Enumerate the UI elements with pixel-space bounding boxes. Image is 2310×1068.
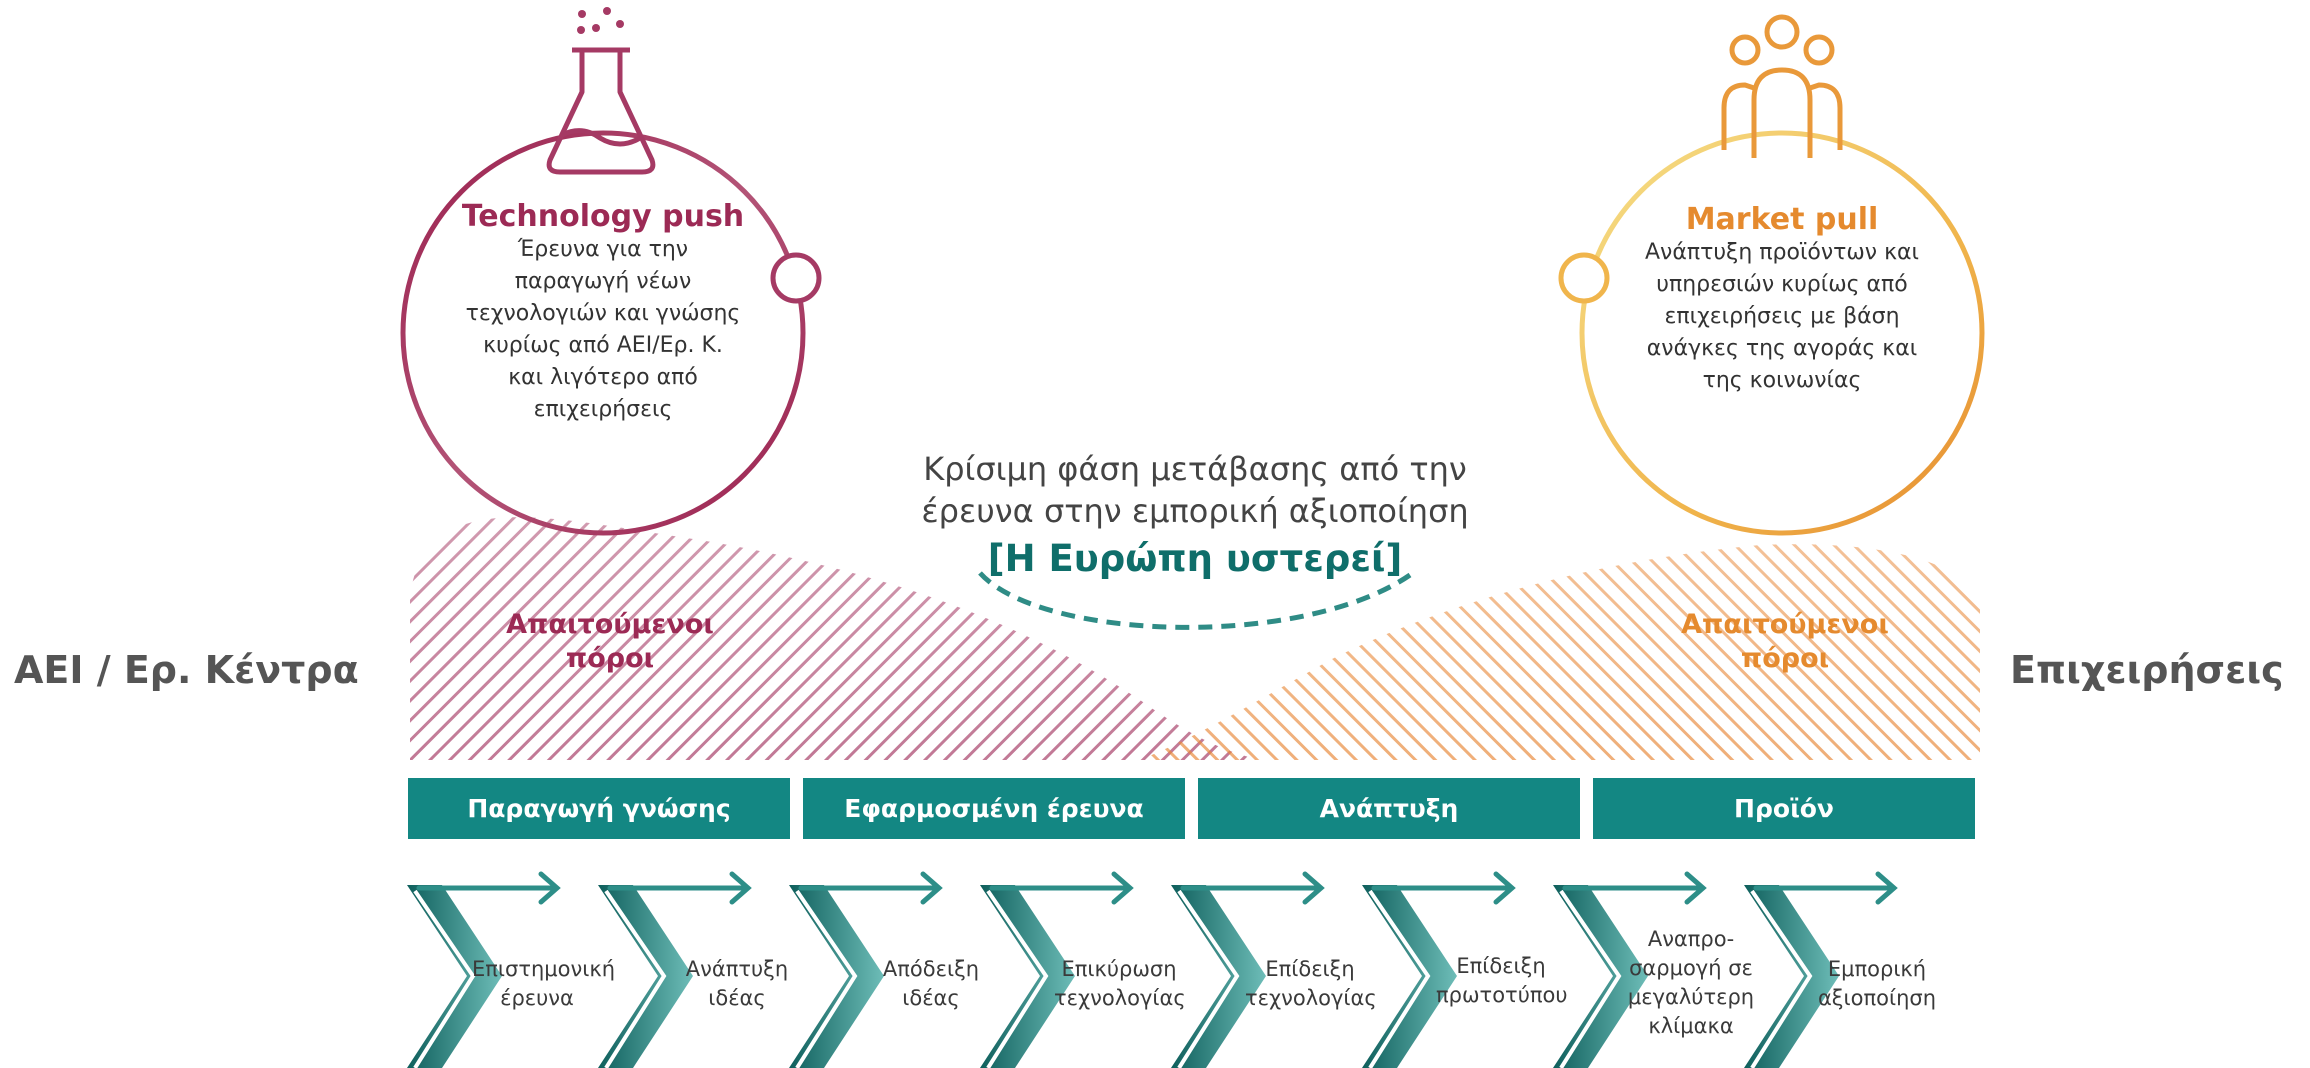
- mp-line: υπηρεσιών κυρίως από: [1656, 272, 1908, 297]
- phase-applied-research: Εφαρμοσμένη έρευνα: [803, 778, 1185, 839]
- phase-product: Προϊόν: [1593, 778, 1975, 839]
- market-pull-block: Market pull Ανάπτυξη προϊόντων και υπηρε…: [1602, 202, 1962, 397]
- step-arrow: [798, 871, 943, 905]
- step-technology-demonstration: Επίδειξη τεχνολογίας: [1245, 955, 1377, 1013]
- step-chevron: [789, 885, 884, 1068]
- step-line: σαρμογή σε: [1629, 956, 1753, 980]
- technology-push-description: Έρευνα για την παραγωγή νέων τεχνολογιών…: [433, 234, 773, 426]
- step-chevron: [980, 885, 1075, 1068]
- tp-line: κυρίως από ΑΕΙ/Ερ. Κ.: [483, 333, 723, 358]
- step-line: ιδέας: [902, 986, 960, 1010]
- step-commercial-exploitation: Εμπορική αξιοποίηση: [1812, 955, 1942, 1013]
- right-actor-label: Επιχειρήσεις: [2010, 648, 2284, 692]
- step-line: τεχνολογίας: [1245, 986, 1377, 1010]
- step-chevron: [407, 885, 502, 1068]
- step-chevron-highlight: [986, 889, 1049, 1068]
- step-scale-up: Αναπρο- σαρμογή σε μεγαλύτερη κλίμακα: [1626, 925, 1756, 1041]
- resources-left-line: Απαιτούμενοι: [506, 609, 714, 640]
- step-line: έρευνα: [500, 986, 574, 1010]
- tp-line: και λιγότερο από: [508, 365, 698, 390]
- step-scientific-research: Επιστημονική έρευνα: [472, 955, 616, 1013]
- step-line: ιδέας: [708, 986, 766, 1010]
- transition-line-2: έρευνα στην εμπορική αξιοποίηση: [921, 492, 1469, 530]
- step-chevron-highlight: [604, 889, 667, 1068]
- tp-line: Έρευνα για την: [517, 237, 689, 262]
- step-chevron-highlight: [1177, 889, 1240, 1068]
- step-chevron: [1744, 885, 1839, 1068]
- step-technology-validation: Επικύρωση τεχνολογίας: [1054, 955, 1186, 1013]
- step-line: Επίδειξη: [1265, 957, 1355, 981]
- step-chevron-highlight: [795, 889, 858, 1068]
- resources-right-label: Απαιτούμενοι πόροι: [1655, 608, 1915, 676]
- transition-highlight: [Η Ευρώπη υστερεί]: [987, 537, 1403, 580]
- resources-left-area: [410, 517, 1260, 760]
- tp-line: τεχνολογιών και γνώσης: [465, 301, 741, 326]
- step-line: Επικύρωση: [1061, 957, 1177, 981]
- step-line: Αναπρο-: [1647, 927, 1735, 951]
- tp-line: επιχειρήσεις: [533, 397, 673, 422]
- step-chevron: [1171, 885, 1266, 1068]
- step-prototype-demonstration: Επίδειξη πρωτοτύπου: [1436, 952, 1568, 1010]
- phase-knowledge-production: Παραγωγή γνώσης: [408, 778, 790, 839]
- market-pull-description: Ανάπτυξη προϊόντων και υπηρεσιών κυρίως …: [1602, 237, 1962, 397]
- dashed-arc: [978, 571, 1412, 630]
- step-chevron-highlight: [1750, 889, 1813, 1068]
- step-line: Ανάπτυξη: [685, 957, 789, 981]
- technology-push-title: Technology push: [461, 199, 745, 234]
- step-arrow: [1371, 871, 1516, 905]
- mp-line: επιχειρήσεις με βάση: [1664, 304, 1900, 329]
- connector-dot-left: [770, 252, 822, 304]
- phase-development: Ανάπτυξη: [1198, 778, 1580, 839]
- step-line: πρωτοτύπου: [1436, 983, 1568, 1007]
- step-chevron: [1553, 885, 1648, 1068]
- step-arrow: [1180, 871, 1325, 905]
- resources-right-area: [1140, 544, 1980, 760]
- step-arrow: [416, 871, 561, 905]
- connector-dot-right: [1558, 252, 1610, 304]
- left-actor-label: ΑΕΙ / Ερ. Κέντρα: [14, 648, 359, 692]
- mp-line: της κοινωνίας: [1702, 368, 1862, 393]
- resources-right-line: πόροι: [1740, 643, 1830, 674]
- step-idea-development: Ανάπτυξη ιδέας: [672, 955, 802, 1013]
- step-line: Απόδειξη: [882, 957, 980, 981]
- transition-line-1: Κρίσιμη φάση μετάβασης από την: [923, 450, 1467, 488]
- step-arrow: [607, 871, 752, 905]
- step-line: τεχνολογίας: [1054, 986, 1186, 1010]
- step-chevron: [598, 885, 693, 1068]
- step-arrow: [1753, 871, 1898, 905]
- step-chevron-highlight: [1368, 889, 1431, 1068]
- market-pull-title: Market pull: [1685, 202, 1879, 237]
- resources-left-line: πόροι: [565, 643, 655, 674]
- people-icon: [1721, 14, 1843, 158]
- mp-line: ανάγκες της αγοράς και: [1646, 336, 1918, 361]
- step-chevrons: [407, 871, 1898, 1068]
- technology-push-ring: [400, 130, 806, 536]
- step-arrow: [989, 871, 1134, 905]
- step-line: Επιστημονική: [472, 957, 616, 981]
- technology-push-block: Technology push Έρευνα για την παραγωγή …: [433, 199, 773, 426]
- step-line: Εμπορική: [1827, 957, 1927, 981]
- transition-block: Κρίσιμη φάση μετάβασης από την έρευνα στ…: [850, 448, 1540, 586]
- resources-left-label: Απαιτούμενοι πόροι: [480, 608, 740, 676]
- mp-line: Ανάπτυξη προϊόντων και: [1645, 240, 1919, 265]
- step-chevron-highlight: [1559, 889, 1622, 1068]
- step-arrow: [1562, 871, 1707, 905]
- step-line: Επίδειξη: [1456, 954, 1546, 978]
- resources-right-line: Απαιτούμενοι: [1681, 609, 1889, 640]
- market-pull-ring: [1579, 130, 1985, 536]
- step-chevron: [1362, 885, 1457, 1068]
- step-line: αξιοποίηση: [1817, 986, 1937, 1010]
- step-line: κλίμακα: [1648, 1014, 1734, 1038]
- step-proof-of-concept: Απόδειξη ιδέας: [866, 955, 996, 1013]
- tp-line: παραγωγή νέων: [514, 269, 692, 294]
- flask-icon: [546, 7, 656, 175]
- step-chevron-highlight: [413, 889, 476, 1068]
- step-line: μεγαλύτερη: [1627, 985, 1755, 1009]
